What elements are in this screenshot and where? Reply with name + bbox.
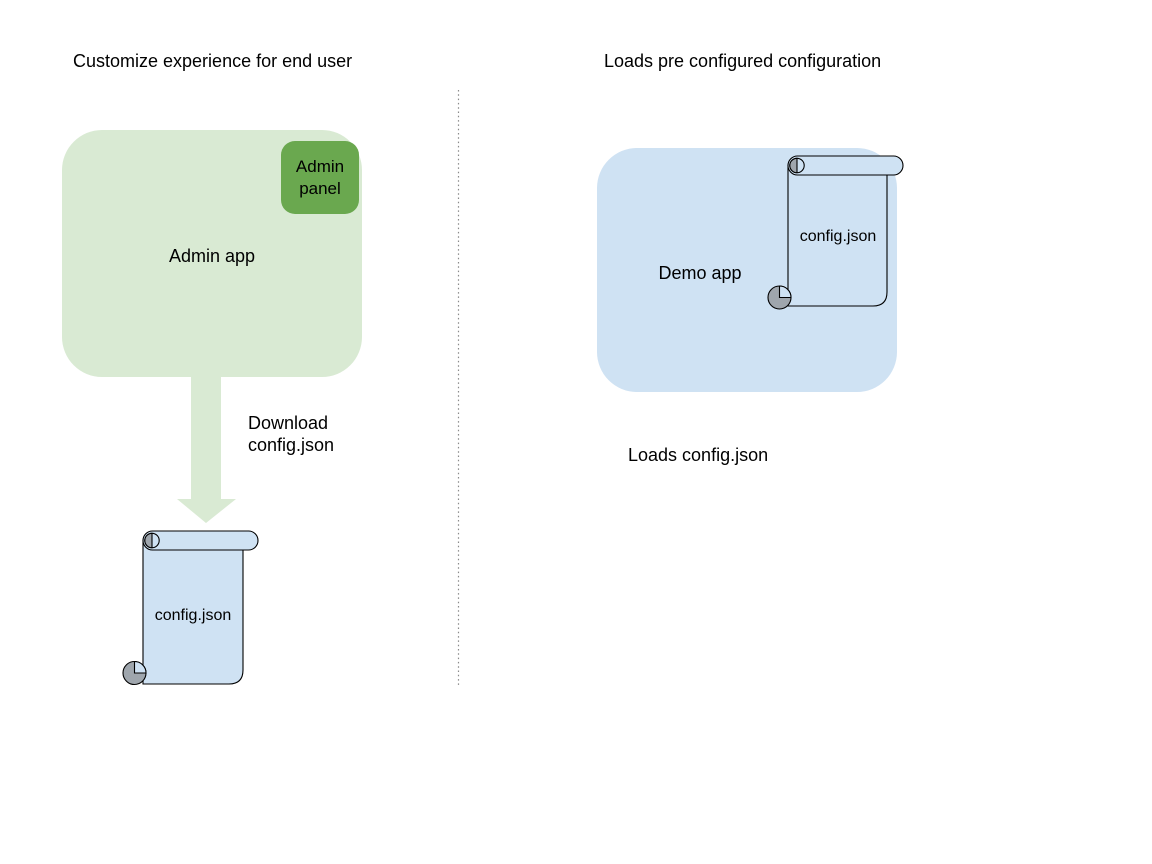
admin-app-label: Admin app [168,246,256,266]
admin-panel-label: Admin panel [295,156,345,198]
admin-panel-badge: Admin panel [281,141,359,214]
loads-config-caption: Loads config.json [628,445,769,465]
download-arrow-icon [177,376,236,523]
demo-app-label: Demo app [658,263,742,283]
right-section-title: Loads pre configured configuration [604,51,882,71]
left-section-title: Customize experience for end user [73,51,353,71]
config-file-label-right: config.json [799,228,877,245]
download-arrow-caption: Download config.json [248,413,335,455]
config-file-label-left: config.json [154,607,232,624]
